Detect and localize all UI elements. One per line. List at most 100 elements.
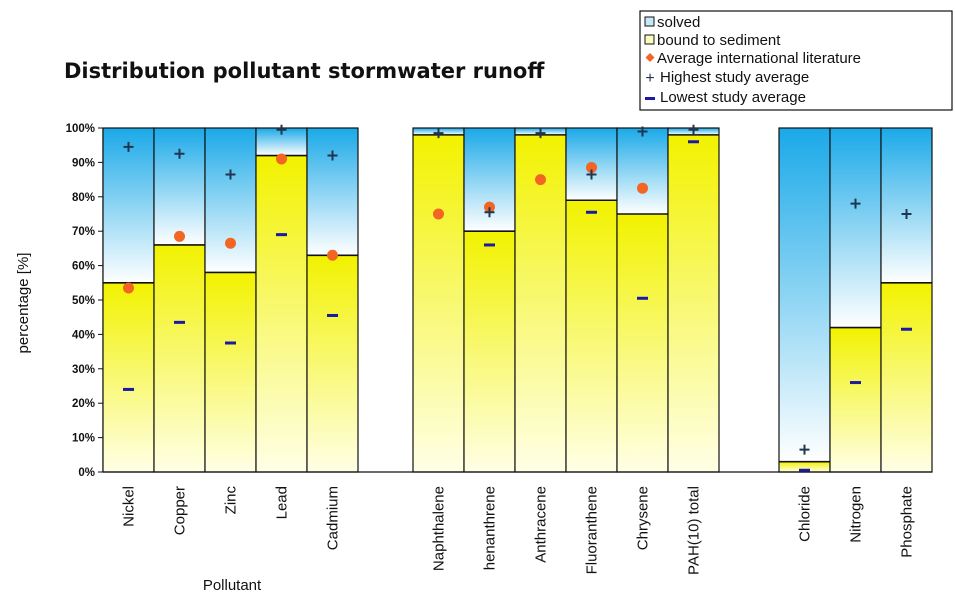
average-marker	[484, 201, 495, 213]
legend-bound-swatch	[644, 34, 655, 45]
bar-solved	[103, 128, 154, 283]
markers-layer	[123, 124, 912, 472]
bar-bound	[668, 134, 719, 472]
bar-solved	[830, 128, 881, 328]
y-tick-label: 10%	[72, 433, 95, 445]
highest-marker	[799, 444, 810, 455]
x-tick-label: Chrysene	[635, 486, 652, 550]
bar-solved	[154, 128, 205, 245]
bar-bound	[830, 327, 881, 472]
highest-marker	[688, 124, 699, 135]
highest-marker	[901, 209, 912, 219]
legend-bound-label: bound to sediment	[657, 32, 781, 49]
y-tick-label: 60%	[72, 261, 95, 273]
x-axis-label: Pollutant	[203, 577, 262, 594]
legend-solved-swatch	[644, 16, 655, 27]
bar-solved	[779, 128, 830, 462]
bar-bound	[779, 461, 830, 472]
average-marker	[225, 237, 236, 249]
average-marker	[123, 282, 134, 294]
average-marker	[433, 208, 444, 220]
lowest-marker	[225, 341, 236, 345]
average-marker	[637, 182, 648, 194]
y-tick-label: 0%	[78, 467, 95, 479]
x-tick-label: Cadmium	[325, 486, 342, 550]
average-marker	[535, 174, 546, 186]
legend: solved bound to sediment Average interna…	[639, 10, 953, 111]
legend-highest-marker: +	[645, 70, 654, 87]
lowest-marker	[850, 381, 861, 385]
x-tick-label: Zinc	[223, 486, 240, 515]
bar-solved	[881, 128, 932, 283]
bar-solved	[617, 128, 668, 214]
y-tick-label: 50%	[72, 295, 95, 307]
x-tick-labels: Nickel Copper Zinc Lead Cadmium Naphthalene he…	[121, 486, 916, 575]
highest-marker	[327, 150, 338, 161]
lowest-marker	[688, 140, 699, 144]
x-tick-label: Nitrogen	[848, 486, 865, 543]
x-tick-label: Lead	[274, 486, 291, 519]
highest-marker	[484, 207, 495, 218]
lowest-marker	[799, 468, 810, 472]
lowest-marker	[174, 320, 185, 324]
bar-bound	[256, 155, 307, 472]
bar-solved	[205, 128, 256, 273]
legend-solved-label: solved	[657, 14, 700, 31]
bars-layer	[102, 127, 933, 473]
highest-marker	[174, 148, 185, 159]
lowest-marker	[901, 327, 912, 331]
bar-bound	[881, 282, 932, 472]
y-tick-label: 100%	[66, 123, 95, 135]
highest-marker	[123, 141, 134, 152]
lowest-marker	[327, 313, 338, 317]
highest-marker	[850, 198, 861, 209]
lowest-marker	[586, 210, 597, 214]
lowest-marker	[484, 243, 495, 247]
x-tick-label: Chloride	[797, 486, 814, 542]
y-tick-label: 30%	[72, 364, 95, 376]
legend-highest-label: Highest study average	[660, 69, 809, 86]
legend-lowest-label: Lowest study average	[660, 89, 806, 106]
legend-average-label: Average international literature	[657, 50, 861, 67]
bar-bound	[154, 244, 205, 472]
x-tick-label: Phosphate	[899, 486, 916, 558]
lowest-marker	[637, 296, 648, 300]
highest-marker	[637, 126, 648, 137]
y-tick-label: 90%	[72, 157, 95, 169]
y-tick-label: 70%	[72, 226, 95, 238]
x-tick-label: henanthrene	[482, 486, 499, 570]
y-tick-label: 80%	[72, 192, 95, 204]
chart-title: Distribution pollutant stormwater runoff	[64, 59, 545, 83]
highest-marker	[276, 124, 287, 135]
highest-marker	[535, 128, 546, 139]
bar-bound	[413, 134, 464, 472]
highest-marker	[225, 169, 236, 180]
x-tick-label: PAH(10) total	[686, 486, 703, 575]
bar-bound	[464, 231, 515, 472]
bar-bound	[515, 134, 566, 472]
average-marker	[174, 230, 185, 242]
legend-lowest-marker	[645, 97, 655, 100]
bar-bound	[103, 282, 154, 472]
average-marker	[276, 153, 287, 165]
bar-bound	[307, 255, 358, 472]
x-tick-label: Fluoranthene	[584, 486, 601, 574]
x-tick-label: Copper	[172, 486, 189, 535]
bar-bound	[205, 272, 256, 472]
bar-bound	[617, 214, 668, 472]
lowest-marker	[123, 387, 134, 391]
average-marker	[586, 162, 597, 174]
x-tick-label: Naphthalene	[431, 486, 448, 571]
y-tick-label: 40%	[72, 329, 95, 341]
highest-marker	[586, 169, 597, 180]
x-tick-label: Nickel	[121, 486, 138, 527]
y-axis: 0% 10% 20% 30% 40% 50% 60% 70% 80% 90% 100%	[66, 123, 104, 479]
x-tick-label: Anthracene	[533, 486, 550, 563]
y-axis-label: percentage [%]	[15, 253, 32, 354]
bar-solved	[307, 128, 358, 256]
legend-average-marker	[645, 53, 655, 62]
highest-marker	[433, 128, 444, 139]
y-tick-label: 20%	[72, 398, 95, 410]
bar-bound	[566, 200, 617, 473]
